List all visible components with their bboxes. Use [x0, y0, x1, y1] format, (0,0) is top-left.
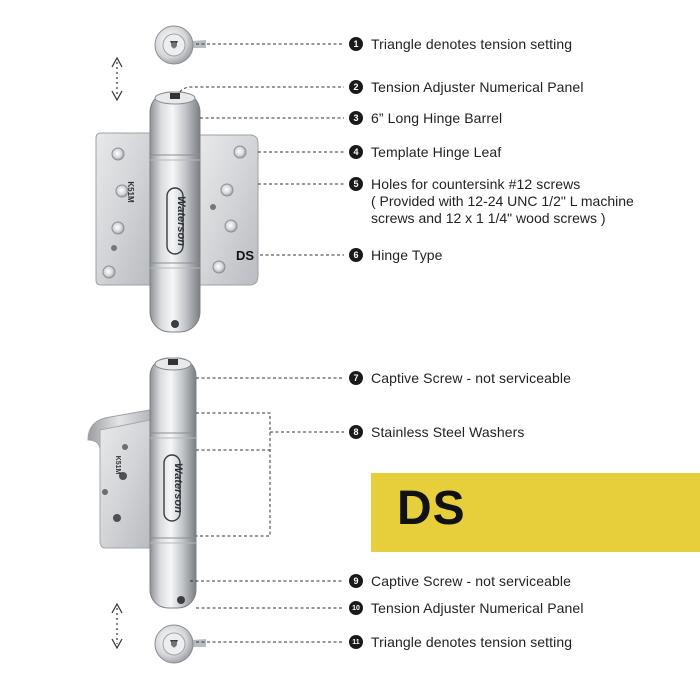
hinge-type-mark: DS: [236, 248, 254, 263]
callout-10: 10 Tension Adjuster Numerical Panel: [349, 598, 584, 618]
callout-label: Captive Screw - not serviceable: [371, 573, 571, 589]
callout-label: Captive Screw - not serviceable: [371, 370, 571, 386]
callout-1: 1 Triangle denotes tension setting: [349, 34, 572, 54]
callout-11: 11 Triangle denotes tension setting: [349, 632, 572, 652]
callout-number: 10: [349, 601, 363, 615]
callout-6: 6 Hinge Type: [349, 245, 443, 265]
arrow-up-down-icon: [111, 602, 123, 650]
callout-number: 8: [349, 425, 363, 439]
callout-number: 7: [349, 371, 363, 385]
callout-label: Template Hinge Leaf: [371, 144, 502, 160]
callout-2: 2 Tension Adjuster Numerical Panel: [349, 77, 584, 97]
callout-9: 9 Captive Screw - not serviceable: [349, 571, 571, 591]
hinge-type-banner-text: DS: [397, 482, 466, 535]
callout-label: 6” Long Hinge Barrel: [371, 110, 503, 126]
callout-label: Tension Adjuster Numerical Panel: [371, 79, 584, 95]
callout-label: Stainless Steel Washers: [371, 424, 525, 440]
callout-number: 3: [349, 111, 363, 125]
hinge-type-banner: DS: [371, 473, 700, 552]
model-mark: K51M: [126, 181, 135, 203]
callout-number: 9: [349, 574, 363, 588]
leader-lines: [179, 43, 344, 643]
callout-label: Triangle denotes tension setting: [371, 634, 573, 650]
callout-3: 3 6” Long Hinge Barrel: [349, 108, 502, 128]
callout-number: 1: [349, 37, 363, 51]
callout-number: 6: [349, 248, 363, 262]
callout-number: 4: [349, 145, 363, 159]
hinge-side-view: [87, 357, 197, 609]
tension-knob-top: [154, 25, 206, 65]
callout-detail-line: screws and 12 x 1 1/4" wood screws ): [371, 209, 606, 226]
callout-label: Hinge Type: [371, 247, 443, 263]
callout-label: Holes for countersink #12 screws: [371, 176, 581, 192]
callout-8: 8 Stainless Steel Washers: [349, 422, 525, 442]
tension-knob-bottom: [154, 624, 206, 664]
callout-5: 5 Holes for countersink #12 screws: [349, 174, 580, 194]
brand-logo: Waterson: [175, 196, 187, 246]
callout-number: 5: [349, 177, 363, 191]
callout-5-detail: ( Provided with 12-24 UNC 1/2" L machine…: [371, 193, 634, 226]
model-mark: K51M: [114, 456, 121, 475]
callout-label: Triangle denotes tension setting: [371, 36, 573, 52]
hinge-front-view: [95, 91, 259, 333]
callout-label: Tension Adjuster Numerical Panel: [371, 600, 584, 616]
callout-detail-line: ( Provided with 12-24 UNC 1/2" L machine: [371, 193, 634, 209]
brand-logo: Waterson: [172, 463, 184, 513]
arrow-up-down-icon: [111, 56, 123, 102]
callout-7: 7 Captive Screw - not serviceable: [349, 368, 571, 388]
callout-number: 11: [349, 635, 363, 649]
callout-number: 2: [349, 80, 363, 94]
callout-4: 4 Template Hinge Leaf: [349, 142, 501, 162]
